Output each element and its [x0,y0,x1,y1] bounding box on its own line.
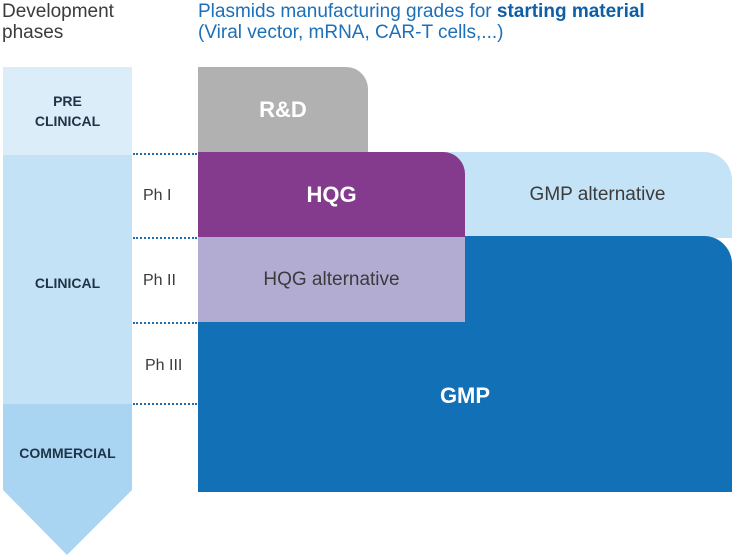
separator-line [133,322,197,324]
phase-clinical: CLINICAL [34,275,101,291]
grade-rd: R&D [198,67,368,153]
development-phases-title-line2: phases [2,22,64,43]
grade-hqg: HQG [198,152,465,238]
grades-title-line1: Plasmids manufacturing grades for starti… [198,1,645,22]
grades-title-bold: starting material [496,1,645,22]
arrow-commercial-segment [3,404,132,555]
sub-phase-3: Ph III [145,357,183,374]
separator-line [133,403,197,405]
separator-line [133,153,197,155]
phase-commercial: COMMERCIAL [19,445,116,461]
separator-line [133,237,197,239]
sub-phase-1: Ph I [143,187,172,204]
grades-title-line2: (Viral vector, mRNA, CAR-T cells,...) [198,22,504,43]
arrow-clinical-segment [3,155,132,404]
development-phases-title-line1: Development [2,1,114,22]
arrow-preclinical-segment [3,67,132,155]
phase-preclinical-line2: CLINICAL [34,113,101,129]
development-phases-title: Development phases [2,1,114,43]
phase-preclinical-line1: PRE [53,93,82,109]
grade-hqg-alternative: HQG alternative [198,237,465,322]
sub-phase-2: Ph II [143,272,176,289]
grades-title-prefix: Plasmids manufacturing grades for [198,1,497,22]
grades-title: Plasmids manufacturing grades for starti… [198,1,645,43]
phase-preclinical: PRE CLINICAL [3,91,132,131]
